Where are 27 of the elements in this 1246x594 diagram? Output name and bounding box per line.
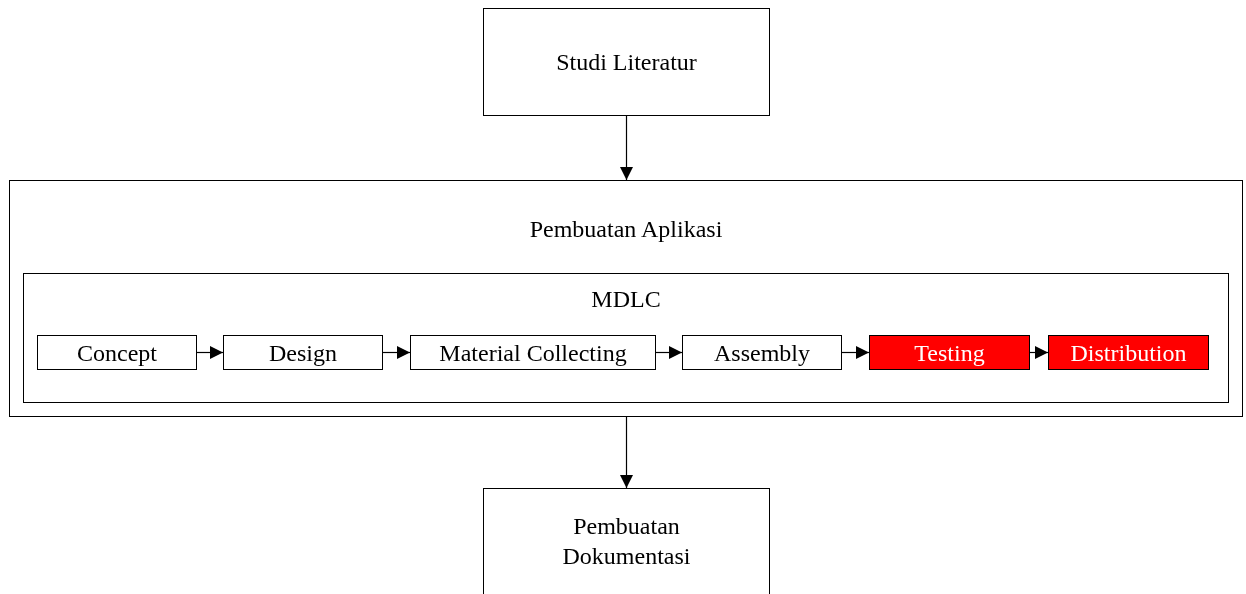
box-label: Pembuatan Aplikasi: [529, 215, 723, 244]
box-label: Studi Literatur: [556, 48, 697, 77]
arrow: [620, 115, 633, 181]
box-label: MDLC: [591, 285, 661, 314]
arrow: [655, 346, 683, 359]
arrow: [620, 416, 633, 489]
arrow: [382, 346, 411, 359]
arrow: [196, 346, 224, 359]
box-label: Testing: [914, 338, 985, 368]
box-label: Assembly: [714, 338, 810, 368]
arrow: [841, 346, 870, 359]
box-label: Design: [269, 338, 337, 368]
group-box: [23, 273, 1229, 403]
highlighted-process-box: [869, 335, 1030, 370]
process-box: [483, 8, 770, 116]
box-label: Pembuatan Dokumentasi: [561, 512, 692, 571]
process-box: [37, 335, 197, 370]
box-label: Material Collecting: [439, 338, 627, 368]
box-label: Distribution: [1070, 338, 1187, 368]
process-box: [483, 488, 770, 594]
box-label: Concept: [77, 338, 157, 368]
process-box: [682, 335, 842, 370]
group-box: [9, 180, 1243, 417]
process-box: [410, 335, 656, 370]
arrow: [1029, 346, 1049, 359]
process-box: [223, 335, 383, 370]
highlighted-process-box: [1048, 335, 1209, 370]
